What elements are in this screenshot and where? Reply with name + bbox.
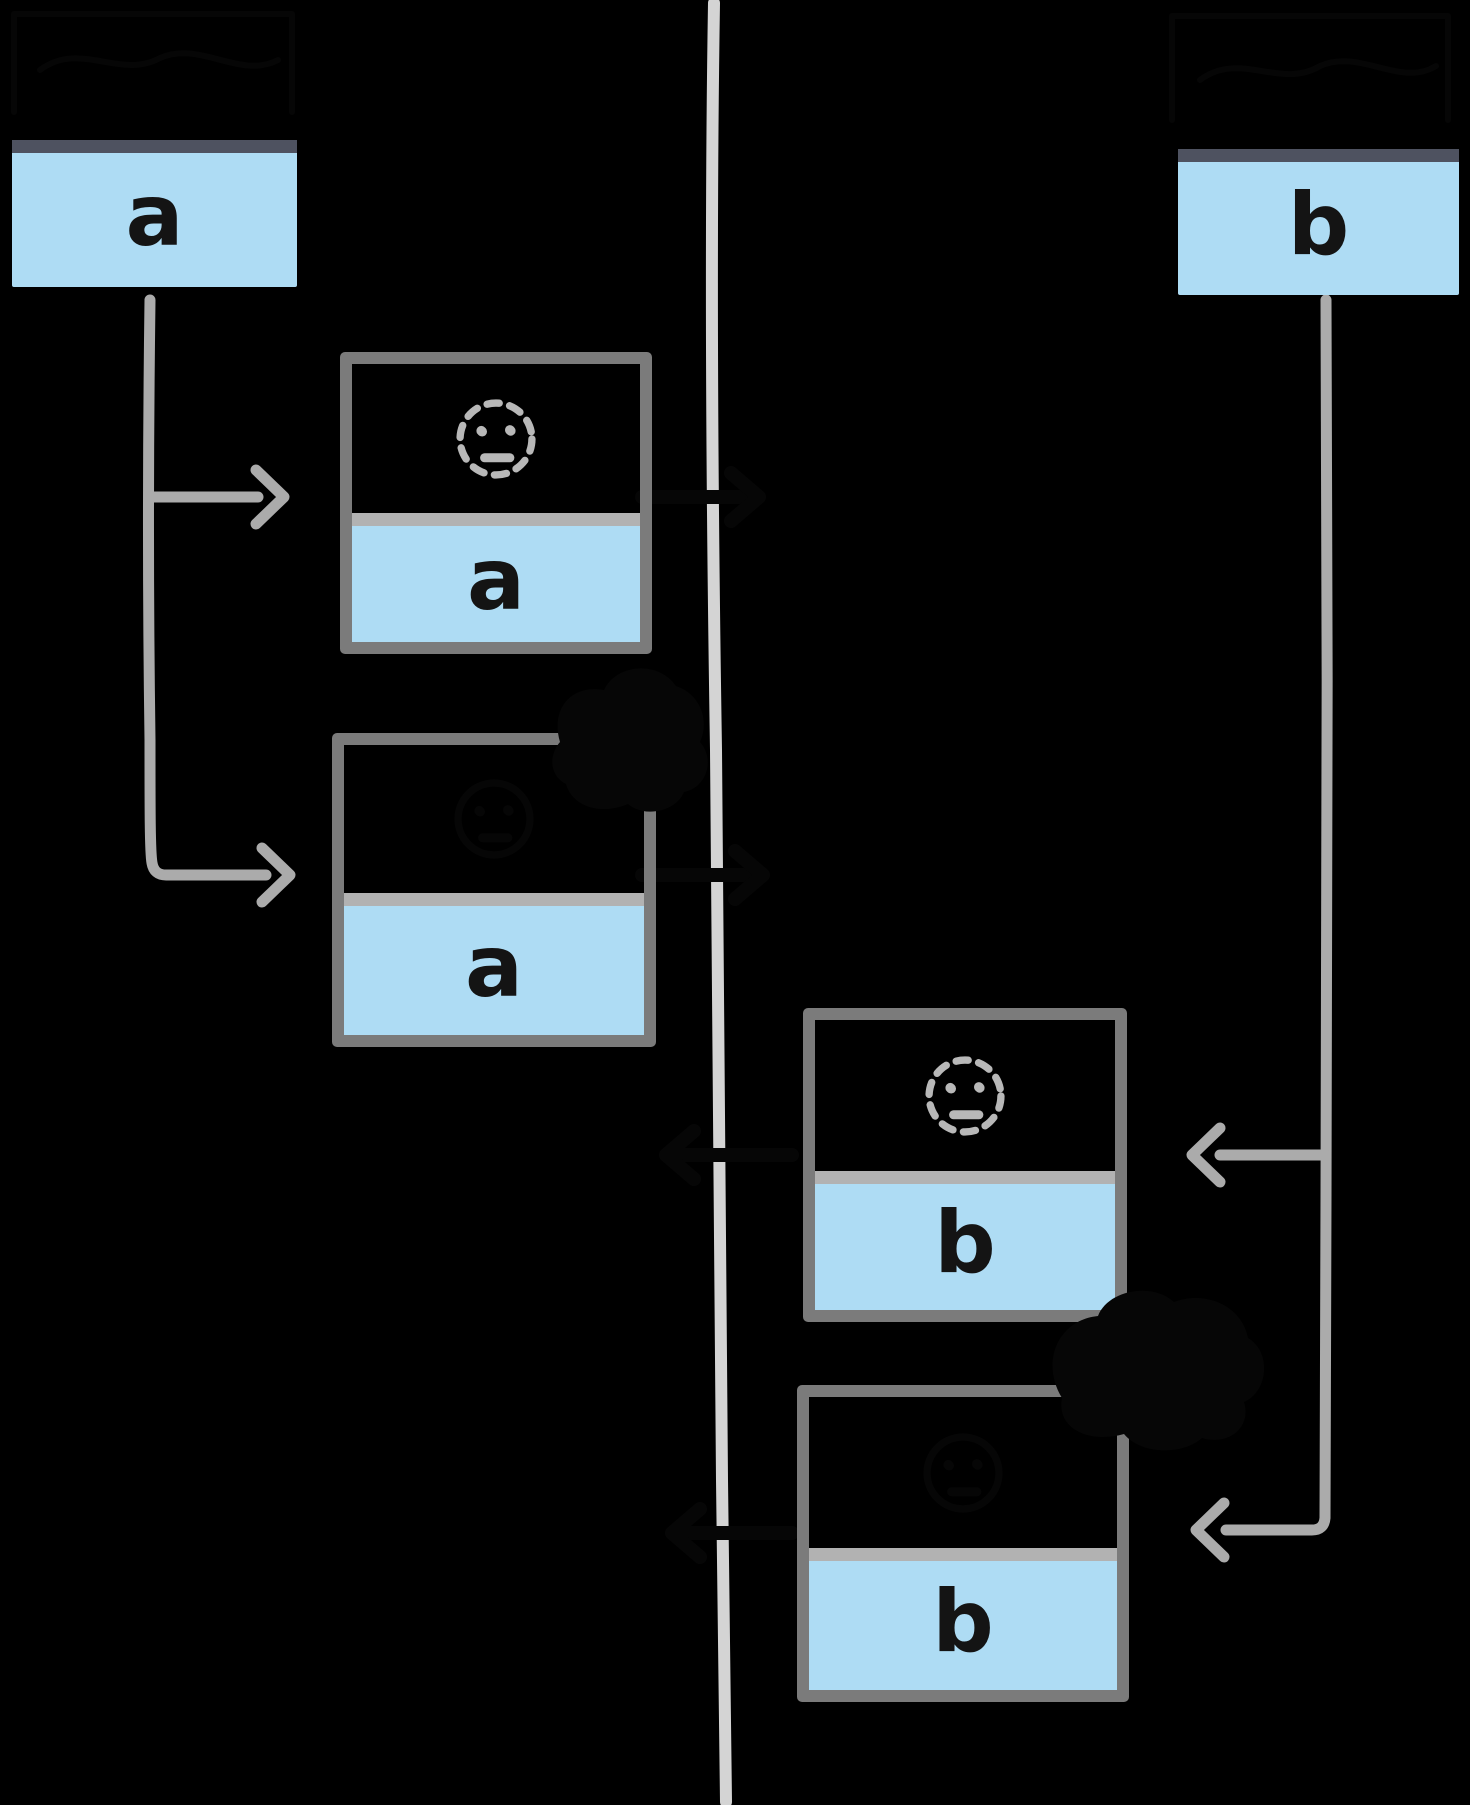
window-b: b — [1178, 149, 1459, 295]
instance-a-settled-content: a — [344, 906, 644, 1035]
instance-a-pending-content: a — [352, 526, 640, 642]
instance-b-settled-content: b — [809, 1561, 1117, 1690]
window-b-body: b — [1178, 162, 1459, 295]
instance-b-settled: b — [797, 1385, 1129, 1702]
window-b-label: b — [1287, 174, 1350, 275]
instance-a-settled: a — [332, 733, 656, 1047]
right-arrowhead-lower-icon — [256, 842, 296, 908]
hidden-crossing-arrows — [635, 466, 799, 1564]
instance-a-pending-label: a — [466, 530, 526, 630]
hidden-window-labels — [11, 11, 1451, 123]
hidden-label-doodle-left — [11, 11, 295, 115]
hidden-scribble-blob-right — [1052, 1290, 1265, 1451]
instance-b-settled-separator — [809, 1548, 1117, 1561]
instance-b-pending-top — [815, 1020, 1115, 1171]
instance-b-settled-top — [809, 1397, 1117, 1548]
window-a-label: a — [125, 166, 184, 266]
instance-a-settled-top — [344, 745, 644, 893]
instance-a-settled-separator — [344, 893, 644, 906]
window-a-body: a — [12, 153, 297, 287]
right-arrowhead-upper-icon — [250, 464, 290, 530]
instance-b-pending-content: b — [815, 1184, 1115, 1310]
left-arrowhead-lower-icon — [1190, 1497, 1230, 1563]
hidden-face-icon — [454, 779, 534, 859]
instance-b-settled-label: b — [932, 1571, 994, 1672]
hidden-right-arrowhead-1-icon — [724, 466, 766, 528]
hidden-label-doodle-right — [1169, 13, 1451, 123]
hidden-face-icon — [923, 1432, 1003, 1513]
left-connector-line — [143, 294, 272, 881]
instance-a-pending-separator — [352, 513, 640, 526]
instance-a-pending: a — [340, 352, 652, 654]
timeline-line — [705, 0, 732, 1805]
hidden-scribble-blob-left — [552, 668, 708, 812]
instance-b-pending: b — [803, 1008, 1127, 1322]
hidden-left-arrowhead-2-icon — [665, 1502, 707, 1564]
instance-b-pending-label: b — [934, 1193, 996, 1293]
left-arrowhead-upper-icon — [1186, 1122, 1226, 1188]
window-b-titlebar — [1178, 149, 1459, 162]
instance-b-pending-separator — [815, 1171, 1115, 1184]
instance-a-settled-label: a — [464, 916, 524, 1017]
instance-a-pending-top — [352, 364, 640, 513]
hidden-left-arrowhead-1-icon — [659, 1124, 701, 1186]
right-connector-line — [1220, 294, 1333, 1536]
pending-face-icon — [925, 1055, 1005, 1136]
window-a: a — [12, 140, 297, 287]
hidden-right-arrowhead-2-icon — [728, 844, 770, 906]
window-a-titlebar — [12, 140, 297, 153]
pending-face-icon — [456, 398, 536, 479]
